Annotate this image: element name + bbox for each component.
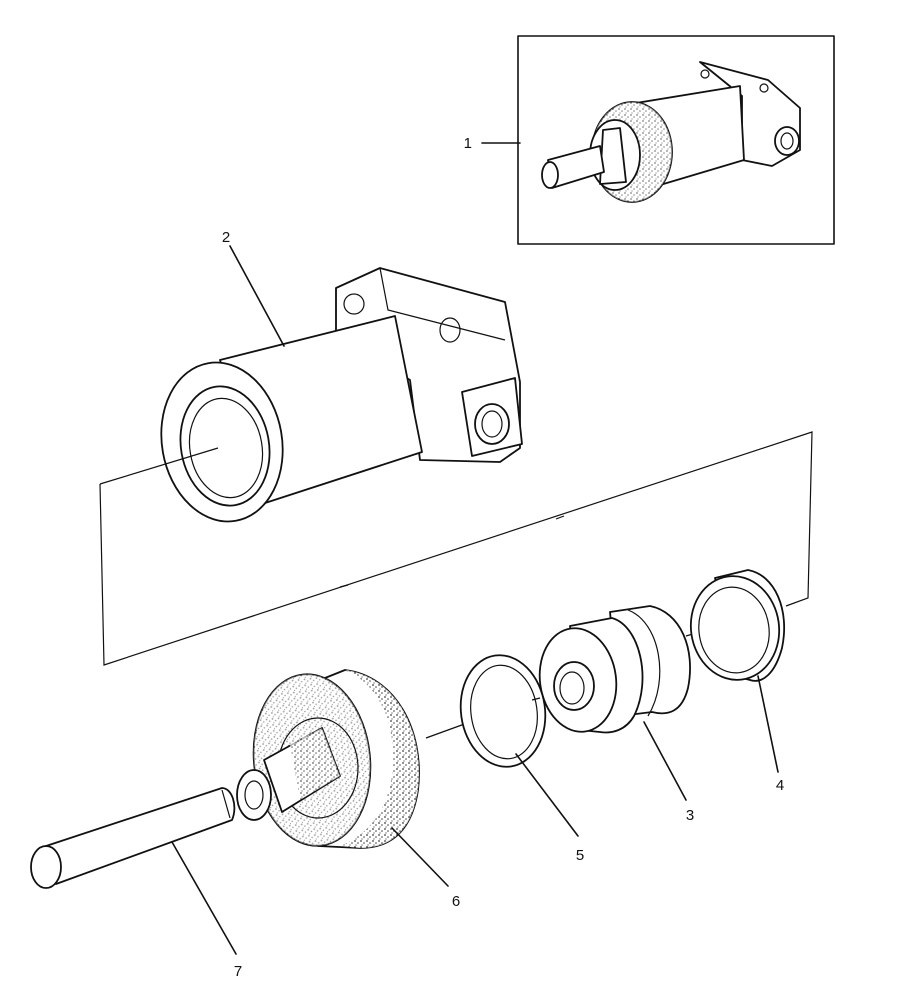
piston-rod	[30, 787, 236, 889]
wear-ring	[689, 569, 786, 682]
callout-5: 5	[576, 847, 584, 864]
callout-4: 4	[776, 777, 784, 794]
assembled-cylinder-inset	[481, 35, 835, 245]
cylinder-body	[160, 267, 523, 523]
piston	[538, 605, 691, 734]
callout-3: 3	[686, 807, 694, 824]
end-cap	[236, 669, 420, 849]
retaining-ring	[459, 654, 547, 768]
callout-1: 1	[464, 135, 472, 152]
callout-7: 7	[234, 963, 242, 980]
leader-lines	[171, 245, 779, 955]
callout-6: 6	[452, 893, 460, 910]
callout-2: 2	[222, 229, 230, 246]
